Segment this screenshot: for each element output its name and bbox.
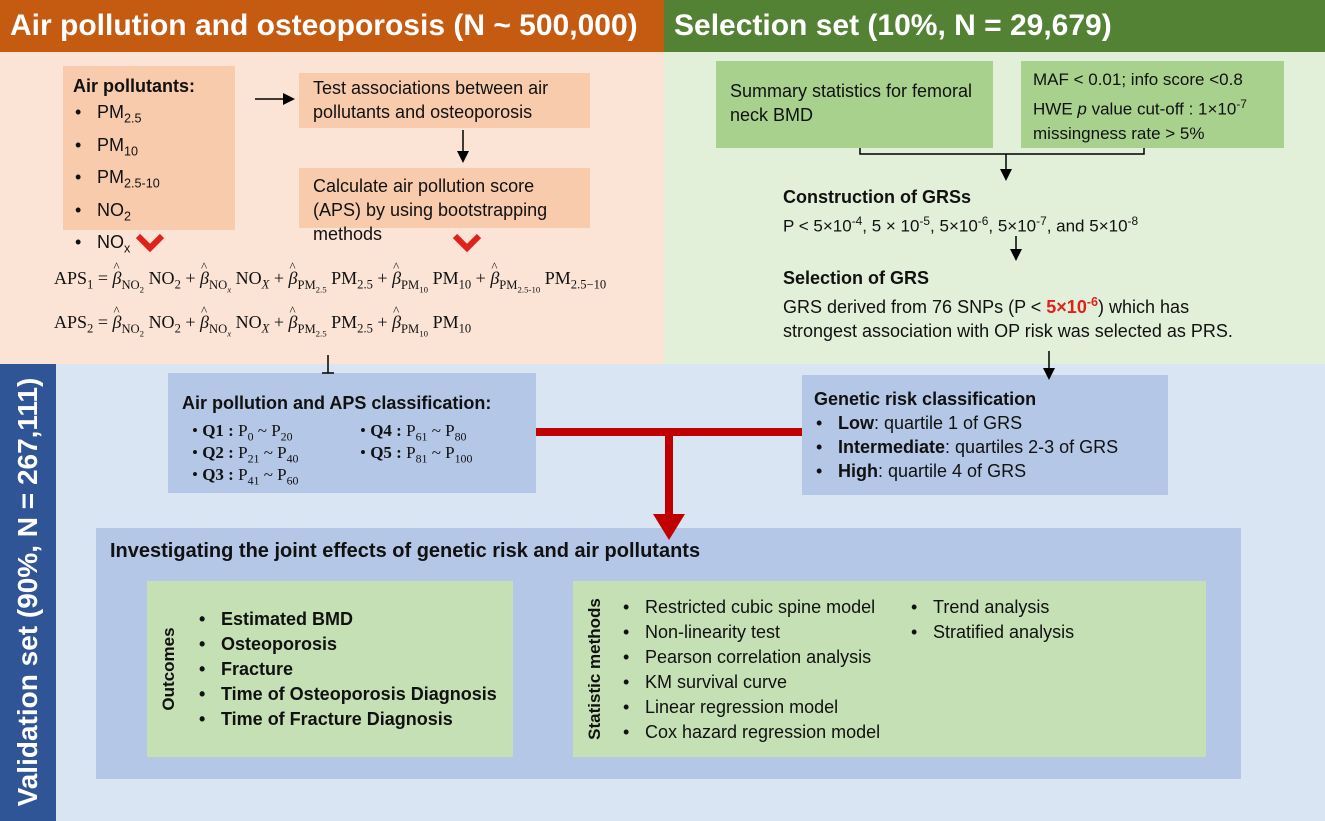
pollutant-item: PM2.5-10 (73, 165, 225, 196)
genetic-risk-item: High: quartile 4 of GRS (814, 459, 1156, 483)
genetic-risk-box: Genetic risk classification Low: quartil… (802, 375, 1168, 495)
method-item: KM survival curve (621, 670, 880, 695)
genetic-risk-item: Intermediate: quartiles 2-3 of GRS (814, 435, 1156, 459)
outcome-item: Osteoporosis (197, 632, 497, 657)
method-item: Trend analysis (909, 595, 1074, 620)
outcome-item: Fracture (197, 657, 497, 682)
air-pollutants-box: Air pollutants: PM2.5PM10PM2.5-10NO2NOx (63, 66, 235, 256)
method-item: Non-linearity test (621, 620, 880, 645)
statistic-methods-box: Statistic methods Restricted cubic spine… (573, 581, 1206, 757)
bracket-selection-inputs (859, 148, 1145, 155)
method-item: Cox hazard regression model (621, 720, 880, 745)
quintile-item: • Q5 : P81 ~ P100 (360, 443, 473, 466)
selection-set-header: Selection set (10%, N = 29,679) (664, 0, 1325, 52)
aps1-equation: APS1 = βNO2 NO2 + βNOx NOX + βPM2.5 PM2.… (54, 259, 606, 294)
qc-criteria-box: MAF < 0.01; info score <0.8 HWE p value … (1021, 61, 1284, 148)
air-pollutants-title: Air pollutants: (73, 76, 195, 96)
joint-effects-title: Investigating the joint effects of genet… (110, 540, 701, 562)
quintile-grid: • Q1 : P0 ~ P20• Q2 : P21 ~ P40• Q3 : P4… (182, 421, 522, 491)
aps-classification-title: Air pollution and APS classification: (182, 393, 492, 413)
grs-selection-line-1: GRS derived from 76 SNPs (P < 5×10-6) wh… (783, 295, 1190, 317)
genetic-risk-title: Genetic risk classification (814, 389, 1037, 409)
air-pollution-header: Air pollution and osteoporosis (N ~ 500,… (0, 0, 664, 52)
methods-list-2: Trend analysisStratified analysis (909, 595, 1074, 645)
genetic-risk-item: Low: quartile 1 of GRS (814, 411, 1156, 435)
quintile-item: • Q4 : P61 ~ P80 (360, 421, 467, 444)
method-item: Pearson correlation analysis (621, 645, 880, 670)
qc-line-2: HWE p value cut-off : 1×10-7 (1033, 97, 1247, 119)
pollutant-item: NOx (73, 230, 225, 261)
quintile-item: • Q3 : P41 ~ P60 (192, 465, 299, 488)
construction-title: Construction of GRSs (783, 187, 971, 207)
qc-line-1: MAF < 0.01; info score <0.8 (1033, 70, 1243, 89)
method-item: Stratified analysis (909, 620, 1074, 645)
outcomes-list: Estimated BMDOsteoporosisFractureTime of… (197, 607, 497, 732)
air-pollutants-list: PM2.5PM10PM2.5-10NO2NOx (73, 100, 225, 261)
aps-classification-box: Air pollution and APS classification: • … (168, 373, 536, 493)
aps2-equation: APS2 = βNO2 NO2 + βNOx NOX + βPM2.5 PM2.… (54, 303, 471, 338)
outcome-item: Time of Fracture Diagnosis (197, 707, 497, 732)
pollutant-item: PM10 (73, 133, 225, 164)
grs-selection-line-2: strongest association with OP risk was s… (783, 321, 1233, 341)
grs-selection-section: Selection of GRS GRS derived from 76 SNP… (783, 266, 1313, 343)
qc-line-3: missingness rate > 5% (1033, 123, 1205, 143)
pollutant-item: PM2.5 (73, 100, 225, 131)
grs-selection-title: Selection of GRS (783, 268, 930, 288)
methods-list-1: Restricted cubic spine modelNon-linearit… (621, 595, 880, 745)
method-item: Restricted cubic spine model (621, 595, 880, 620)
construction-section: Construction of GRSs P < 5×10-4, 5 × 10-… (783, 185, 1303, 239)
genetic-risk-list: Low: quartile 1 of GRSIntermediate: quar… (814, 411, 1156, 483)
quintile-item: • Q2 : P21 ~ P40 (192, 443, 299, 466)
red-merge-connector (536, 428, 802, 540)
outcome-item: Estimated BMD (197, 607, 497, 632)
pollutant-item: NO2 (73, 198, 225, 229)
test-associations-box: Test associations between air pollutants… (299, 73, 590, 128)
method-item: Linear regression model (621, 695, 880, 720)
red-chevrons (135, 233, 482, 253)
quintile-item: • Q1 : P0 ~ P20 (192, 421, 293, 444)
outcomes-box: Outcomes Estimated BMDOsteoporosisFractu… (147, 581, 513, 757)
selection-set-panel (664, 0, 1325, 364)
summary-statistics-box: Summary statistics for femoral neck BMD (716, 61, 993, 148)
construction-thresholds: P < 5×10-4, 5 × 10-5, 5×10-6, 5×10-7, an… (783, 214, 1139, 236)
outcome-item: Time of Osteoporosis Diagnosis (197, 682, 497, 707)
calculate-aps-box: Calculate air pollution score (APS) by u… (299, 168, 590, 244)
validation-set-sidebar: Validation set (90%, N = 267,111) (0, 364, 56, 821)
